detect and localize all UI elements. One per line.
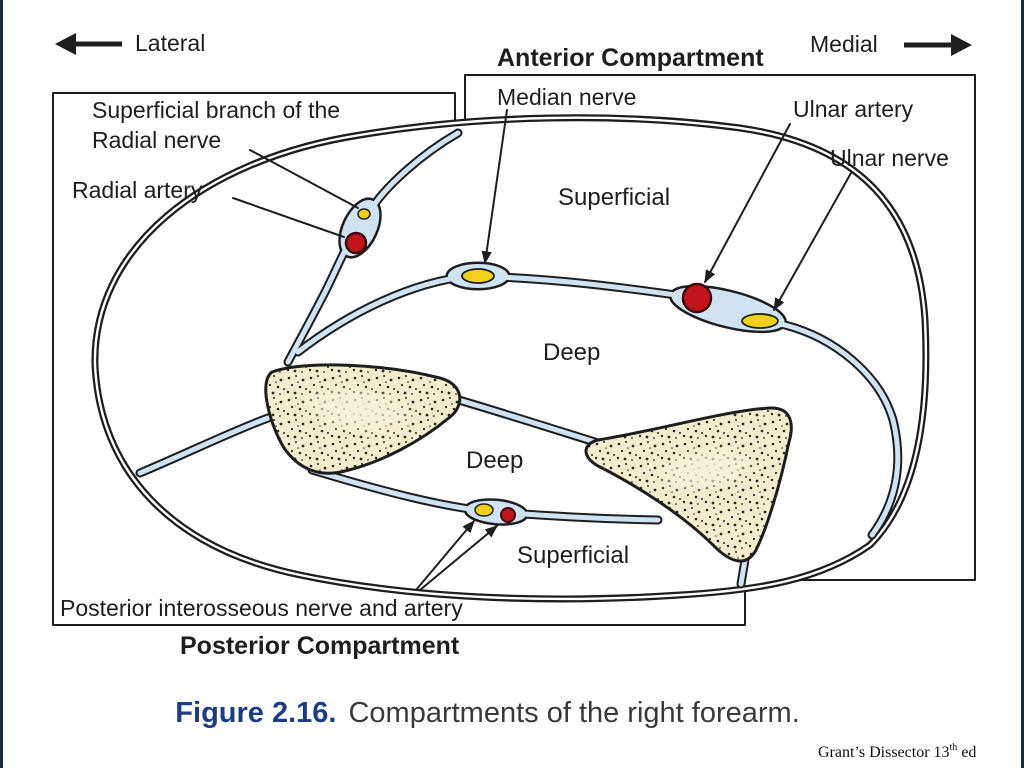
posterior-deep-region-label: Deep <box>466 447 523 474</box>
ulnar-artery <box>681 282 713 314</box>
superficial-radial-nerve-label-line1: Superficial branch of the <box>92 97 340 123</box>
anterior-superficial-region-label: Superficial <box>558 184 670 211</box>
posterior-compartment-title: Posterior Compartment <box>180 632 460 660</box>
ulna-bone <box>584 406 793 563</box>
ulnar-artery-arrow <box>704 123 791 284</box>
posterior-interosseous-artery <box>500 507 516 523</box>
posterior-superficial-region-label: Superficial <box>517 542 629 569</box>
ulnar-nerve-label: Ulnar nerve <box>830 145 949 171</box>
median-nerve-label: Median nerve <box>497 84 636 110</box>
figure-caption: Figure 2.16. Compartments of the right fo… <box>135 697 824 729</box>
left-arrowhead-icon <box>55 33 76 55</box>
medial-label: Medial <box>810 31 878 57</box>
median-nerve <box>461 268 495 284</box>
radial-artery-leader <box>232 197 345 238</box>
anterior-medial-label-box <box>464 74 976 581</box>
source-credit: Grant’s Dissector 13th ed <box>818 742 976 761</box>
figure-number: Figure 2.16. <box>175 697 336 729</box>
outer-fascia-inner-gap <box>93 116 928 601</box>
source-credit-superscript: th <box>950 742 958 753</box>
source-credit-suffix: ed <box>957 744 976 761</box>
ulnar-nerve-arrow <box>773 172 852 312</box>
posterior-interosseous-nerve <box>474 503 494 517</box>
radial-artery <box>344 231 368 255</box>
posterior-interosseous-label: Posterior interosseous nerve and artery <box>60 595 463 621</box>
right-arrowhead-icon <box>951 34 972 56</box>
figure-caption-text: Compartments of the right forearm. <box>348 697 799 729</box>
posterior-interosseous-nerve-arrow <box>415 520 475 591</box>
radius-bone <box>264 363 462 475</box>
lateral-label: Lateral <box>135 30 205 56</box>
median-nerve-arrow <box>481 109 508 265</box>
posterior-interosseous-artery-arrow <box>419 525 498 591</box>
source-credit-main: Grant’s Dissector 13 <box>818 744 950 761</box>
lateral-direction: Lateral <box>55 30 205 56</box>
radial-artery-label: Radial artery <box>72 177 203 203</box>
outer-fascia <box>91 114 930 603</box>
lateral-posterior-label-box <box>52 92 746 626</box>
superficial-radial-nerve-label-line2: Radial nerve <box>92 127 221 153</box>
anterior-compartment-title: Anterior Compartment <box>497 44 764 72</box>
anterior-deep-region-label: Deep <box>543 339 600 366</box>
ulnar-artery-label: Ulnar artery <box>793 96 914 122</box>
superficial-radial-nerve-leader <box>249 149 359 209</box>
superficial-radial-nerve <box>357 208 371 220</box>
medial-direction: Medial <box>810 31 972 57</box>
leader-lines <box>232 109 852 591</box>
ulnar-nerve <box>741 313 779 329</box>
